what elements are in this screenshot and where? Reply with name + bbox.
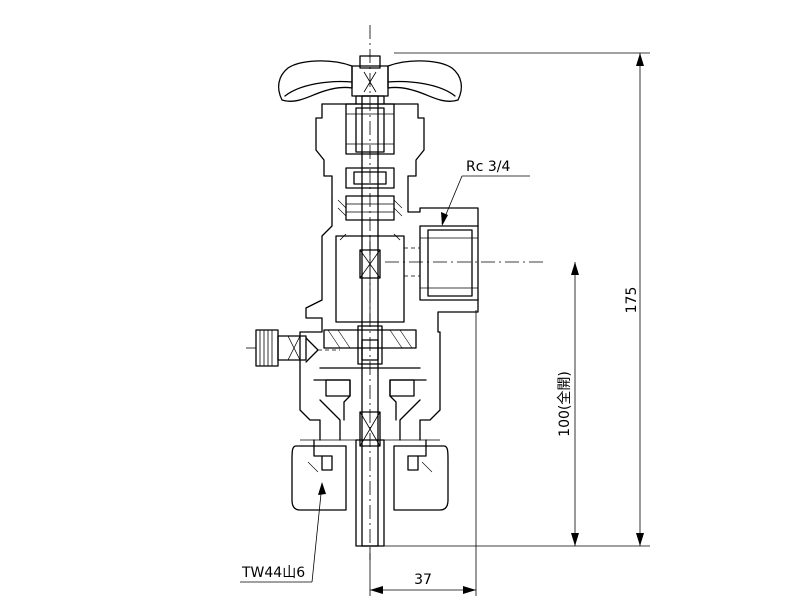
port-offset-label: 37 <box>414 572 432 588</box>
port-thread-label: Rc 3/4 <box>466 159 510 175</box>
side-port <box>404 225 479 301</box>
side-knob <box>246 329 340 367</box>
dimension-body-height: 100(全開) <box>556 262 579 546</box>
bottom-nut <box>291 439 449 511</box>
body-height-label: 100(全開) <box>556 371 573 437</box>
handwheel <box>277 55 463 105</box>
valve-body <box>299 199 479 441</box>
dimension-port-offset: 37 <box>369 310 477 596</box>
valve-disc <box>319 325 421 369</box>
lower-body <box>313 379 427 441</box>
dimension-overall-height: 175 <box>384 52 650 547</box>
leader-bottom-thread: TW44山6 <box>240 482 326 583</box>
leader-port-thread: Rc 3/4 <box>441 159 530 226</box>
overall-height-label: 175 <box>624 287 640 314</box>
center-line <box>369 25 545 560</box>
bottom-thread-label: TW44山6 <box>241 565 305 581</box>
bonnet <box>315 103 425 221</box>
